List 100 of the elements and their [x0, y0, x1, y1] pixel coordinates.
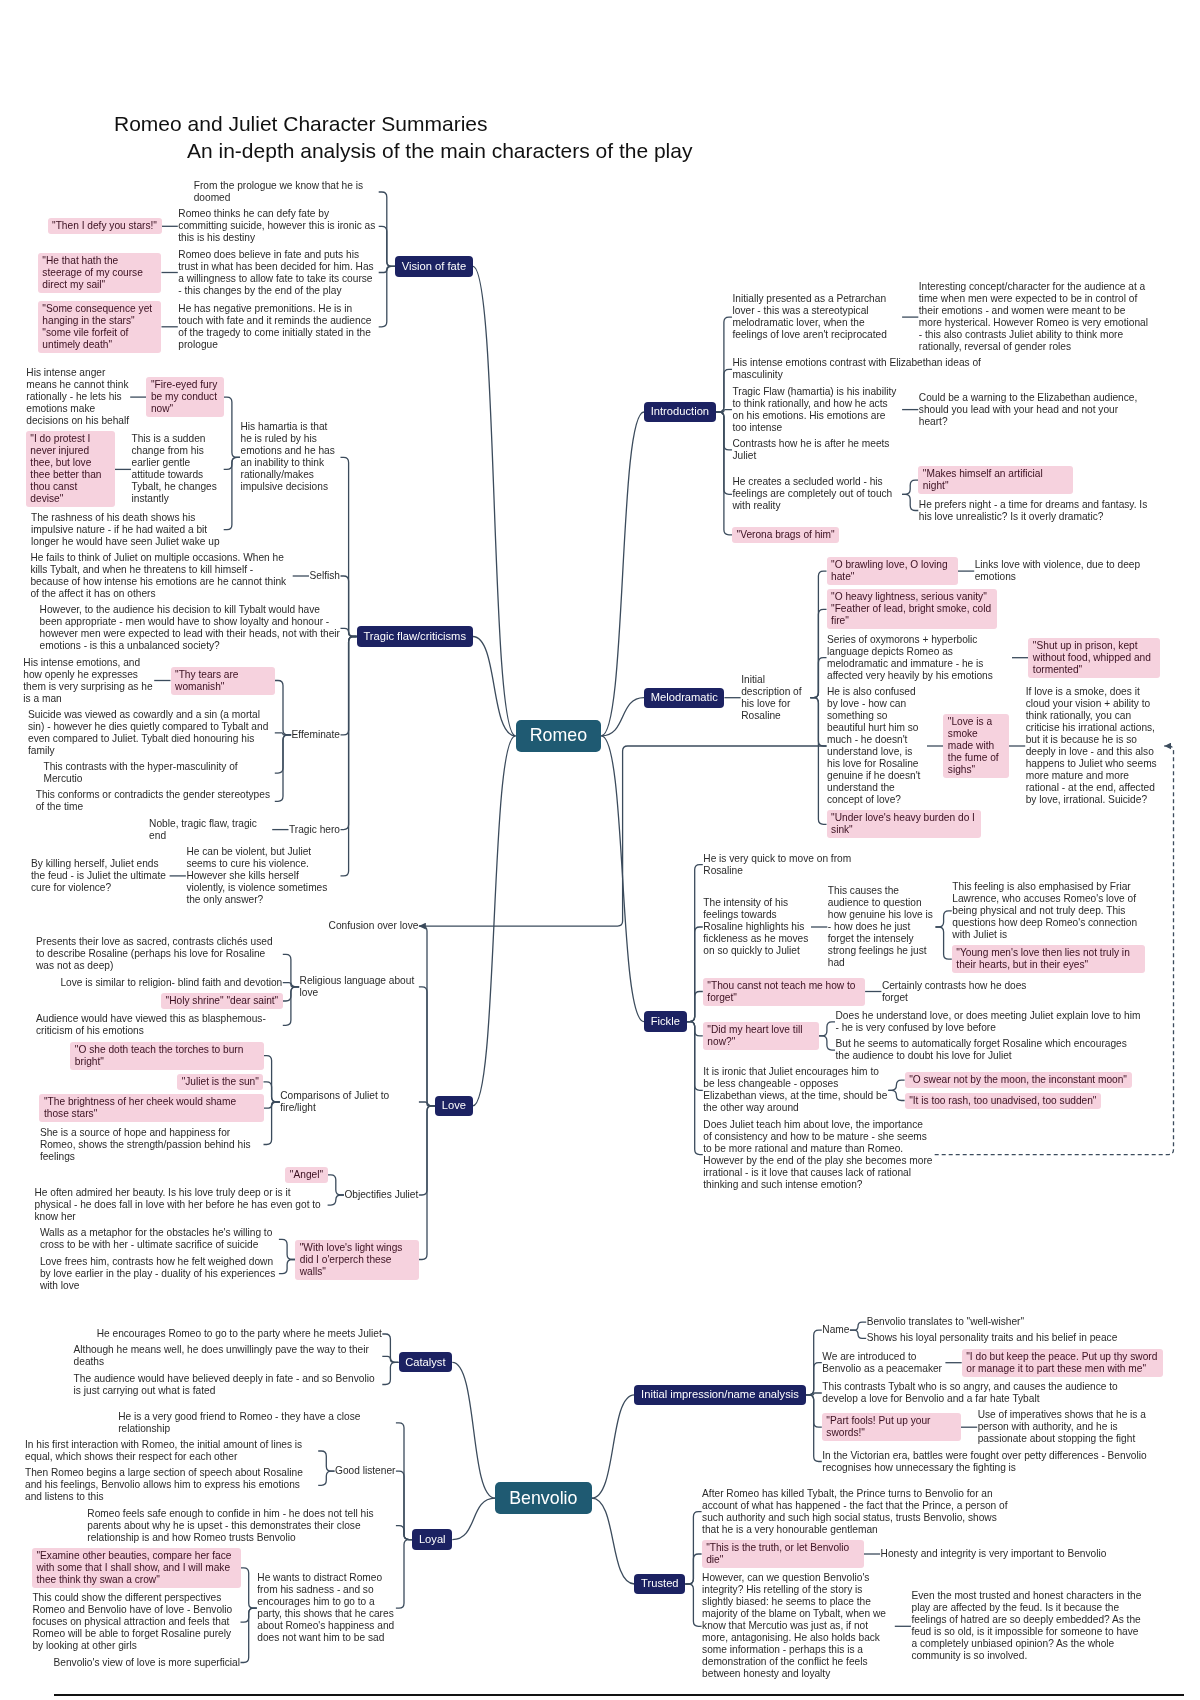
note-text: Walls as a metaphor for the obstacles he's willing to cross to be with her - ultimate sacrifice of suicide — [39, 1227, 279, 1252]
note-text: This conforms or contradicts the gender stereotypes of the time — [35, 789, 275, 814]
note-text: Initial description of his love for Rosaline — [740, 673, 811, 722]
connector-line — [591, 1394, 636, 1499]
note-text: But he seems to automatically forget Rosaline which encourages the audience to doubt his love for Juliet — [835, 1038, 1145, 1063]
quote-box: "Holy shrine" "dear saint" — [161, 992, 283, 1009]
note-text: The audience would have believed deeply in fate - and so Benvolio is just carrying out what is fated — [73, 1372, 383, 1397]
note-text: Name — [821, 1324, 850, 1337]
note-text: His intense anger means he cannot think rationally - he lets his emotions make decisions on his behalf — [25, 367, 131, 428]
connector-line — [901, 408, 919, 411]
connector-line — [292, 575, 310, 577]
connector-line — [804, 1394, 823, 1463]
note-text: The intensity of his feelings towards Rosaline highlights his fickleness as he moves on so quickly to Juliet — [702, 897, 811, 957]
note-text: From the prologue we know that he is doomed — [193, 180, 379, 204]
quote-box: "Young men's love then lies not truly in their hearts, but in their eyes" — [951, 945, 1145, 974]
branch-box: Catalyst — [398, 1352, 453, 1373]
branch-box: Vision of fate — [395, 256, 473, 277]
note-text: Romeo thinks he can defy fate by committing suicide, however this is ironic as this is his destiny — [177, 208, 379, 245]
quote-box: "O heavy lightness, serious vanity" "Feather of lead, bright smoke, cold fire" — [826, 589, 997, 630]
note-text: After Romeo has killed Tybalt, the Prince turns to Benvolio for an account of what has happened - the fact that the Prince, a person of such authority and such high social status, trusts Benvolio, shows that he is a very honourable gentleman — [701, 1487, 1011, 1536]
note-text: Benvolio's view of love is more superficial — [53, 1656, 241, 1669]
note-text: This contrasts Tybalt who is so angry, and causes the audience to develop a love for Benvolio and a far hate Tybalt — [821, 1381, 1155, 1405]
note-text: He is also confused by love - how can something so beautiful hurt him so much - he doesn't understand love, is his love for Rosaline genuine if he doesn't understand the concept of love? — [826, 686, 927, 806]
note-text: He has negative premonitions. He is in touch with fate and it reminds the audience of the tragedy to come initially stated in the prologue — [177, 302, 379, 351]
note-text: Certainly contrasts how he does forget — [881, 979, 1052, 1004]
note-text: Use of imperatives shows that he is a person with authority, and he is passionate about stopping the fight — [977, 1409, 1163, 1446]
connector-line — [472, 635, 517, 737]
connector-line — [274, 734, 292, 802]
note-text: This contrasts with the hyper-masculinity of Mercutio — [43, 761, 275, 786]
branch-box: Initial impression/name analysis — [634, 1384, 806, 1405]
connector-line — [810, 926, 828, 928]
note-text: This could show the different perspectives Romeo and Benvolio have of love - Benvolio focuses on physical attraction and feels that Romeo will be able to forget Rosaline purely by looking at other girls — [31, 1592, 241, 1653]
connector-line — [591, 1497, 636, 1585]
note-text: He prefers night - a time for dreams and fantasy. Is his love unrealistic? Is it overly dramatic? — [918, 498, 1151, 523]
quote-box: "I do protest I never injured thee, but love thee better than thou canst devise" — [25, 431, 115, 508]
note-text: Then Romeo begins a large section of speech about Rosaline and his feelings, Benvolio allows him to express his emotions and listens to this — [24, 1467, 319, 1504]
note-text: Does he understand love, or does meeting Juliet explain love to him - he is very confused by love before — [835, 1009, 1145, 1034]
note-text: She is a source of hope and happiness for Romeo, shows the strength/passion behind his feelings — [39, 1126, 264, 1163]
note-text: Noble, tragic flaw, tragic end — [148, 817, 273, 842]
connector-line — [381, 1361, 400, 1386]
note-text: We are introduced to Benvolio as a peacemaker — [821, 1350, 946, 1375]
note-text: Shows his loyal personality traits and his belief in peace — [866, 1332, 1118, 1345]
note-text: It is ironic that Juliet encourages him to be less changeable - opposes Elizabethan views, at the time, should be the other way around — [702, 1066, 889, 1115]
connector-line — [451, 1497, 496, 1541]
title: Romeo and Juliet Character Summaries — [114, 112, 488, 136]
branch-box: Loyal — [412, 1529, 453, 1550]
note-text: His intense emotions, and how openly he expresses them is very surprising as he is a man — [22, 656, 155, 705]
connector-line — [887, 1089, 906, 1102]
branch-box: Fickle — [644, 1011, 687, 1032]
branch-box: Melodramatic — [644, 687, 725, 708]
note-text: He is very quick to move on from Rosaline — [702, 852, 889, 877]
note-text: Good listener — [334, 1465, 396, 1478]
connector-line — [684, 1583, 703, 1627]
quote-box: "This is the truth, or let Benvolio die" — [701, 1540, 864, 1569]
note-text: However, to the audience his decision to kill Tybalt would have been appropriate - men would have to show loyalty and honour - however men were expected to lead with their heads, not with their emotions - is this a unbalanced society? — [39, 604, 341, 653]
connector-line — [326, 1194, 345, 1206]
note-text: He can be violent, but Juliet seems to cure his violence. However she kills herself violently, is violence sometimes the only answer? — [185, 845, 341, 906]
quote-box: "Shut up in prison, kept without food, whipped and tormented" — [1028, 637, 1160, 678]
connector-line — [818, 1035, 836, 1051]
note-text: Could be a warning to the Elizabethan audience, should you lead with your head and not your heart? — [918, 391, 1151, 428]
connector-line — [934, 926, 953, 960]
note-text: Contrasts how he is after he meets Juliet — [732, 437, 902, 462]
connector-line — [894, 1625, 912, 1627]
quote-box: "O brawling love, O loving hate" — [826, 557, 958, 586]
quote-box: "Part fools! Put up your swords!" — [821, 1413, 961, 1442]
note-text: If love is a smoke, does it cloud your vision + ability to think rationally, you can criticise his irrational actions, but it is because he is so deeply in love - and this also happens to Juliet who seems more mature and more rational - at the end, affected by love, irrational. Suicide? — [1025, 686, 1165, 806]
connector-line — [685, 1020, 704, 1156]
note-text: Presents their love as sacred, contrasts clichés used to describe Rosaline (perhaps his love for Rosaline was not as deep) — [35, 936, 283, 973]
note-text: By killing herself, Juliet ends the feud - is Juliet the ultimate cure for violence? — [30, 857, 170, 894]
note-text: In the Victorian era, battles were fought over petty differences - Benvolio recognises how unnecessary the fighting is — [821, 1449, 1155, 1474]
connector-line — [282, 986, 300, 1026]
note-text: Love is similar to religion- blind faith and devotion — [59, 976, 283, 989]
note-text: Romeo feels safe enough to confide in him - he does not tell his parents about why he is upset - this demonstrates their close relationship is and how Romeo trusts Benvolio — [86, 1507, 396, 1544]
note-text: Effeminate — [291, 728, 341, 741]
note-text: However, can we question Benvolio's integrity? His retelling of the story is slightly biased: he seems to place the majority of the blame on Tybalt, when we know that Mercutio was just as, if not more, antagonising. He also holds back some information - perhaps this is a demonstration of the conflict he feels between honesty and loyalty — [701, 1572, 895, 1681]
connector-line — [849, 1329, 867, 1340]
connector-line — [901, 316, 919, 318]
note-text: Does Juliet teach him about love, the importance of consistency and how to be mature - she seems to be more rational and mature than Romeo. However by the end of the play she becomes more irrational - is it love that causes lack of rational thinking and such intense emotion? — [702, 1118, 935, 1191]
quote-box: "Under love's heavy burden do I sink" — [826, 810, 982, 839]
note-text: He wants to distract Romeo from his sadness - and so encourages him to go to a party, this shows that he cares about Romeo's happiness and does not want him to be sad — [256, 1572, 396, 1645]
note-text: Religious language about love — [299, 974, 419, 999]
note-text: Interesting concept/character for the audience at a time when men were expected to be in control of their emotions - and women were meant to be more hysterical. However Romeo is very emotional - this also contrasts Juliet ability to think more rationally, reversal of gender roles — [918, 281, 1151, 354]
connector-line — [262, 1101, 281, 1146]
quote-box: "Juliet is the sun" — [177, 1073, 264, 1090]
quote-box: "Fire-eyed fury be my conduct now" — [146, 377, 224, 418]
quote-box: "Verona brags of him" — [732, 526, 840, 543]
connector-line — [378, 265, 396, 328]
connector-line — [451, 1361, 496, 1499]
note-text: Tragic hero — [288, 823, 341, 836]
note-text: Honesty and integrity is very important to Benvolio — [880, 1548, 1107, 1560]
quote-box: "Examine other beauties, compare her face with some that I shall show, and I will make thee think thy swan a crow" — [31, 1547, 241, 1588]
note-text: He encourages Romeo to go to the party where he meets Juliet — [96, 1328, 383, 1340]
note-text: This causes the audience to question how genuine his love is - how does he just forget the intensely strong feelings he just had — [827, 885, 936, 969]
branch-box: Trusted — [634, 1573, 686, 1595]
dashed-arrow — [934, 742, 1175, 1156]
note-text: Benvolio translates to "well-wisher" — [866, 1316, 1025, 1329]
note-text: Even the most trusted and honest characters in the play are affected by the feud. Is it because the feelings of hatred are so deeply embedded? As the feud is so old, is it impossible for someone to have a completely unbiased opinion? As the whole community is so involved. — [911, 1590, 1143, 1663]
connector-line — [129, 396, 148, 398]
note-text: His hamartia is that he is ruled by his emotions and he has an inability to think rationally/makes impulsive decisions — [240, 421, 341, 494]
quote-box: "Love is a smoke made with the fume of sighs" — [943, 714, 1009, 779]
